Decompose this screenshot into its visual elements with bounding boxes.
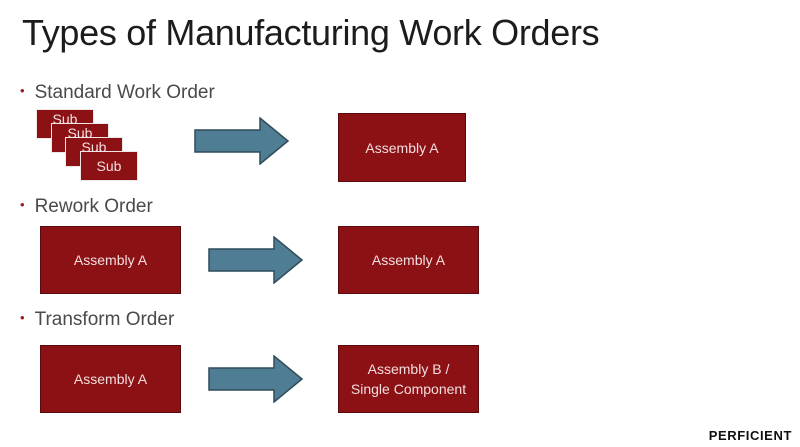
- right-arrow-icon: [208, 236, 304, 284]
- bullet-rework-order: • Rework Order: [20, 196, 153, 218]
- bullet-icon: •: [20, 83, 25, 98]
- input-box-rework: Assembly A: [40, 226, 181, 294]
- right-arrow-icon: [194, 117, 290, 165]
- slide-title: Types of Manufacturing Work Orders: [22, 12, 600, 53]
- sub-box: Sub: [80, 151, 138, 181]
- output-box-standard: Assembly A: [338, 113, 466, 182]
- bullet-icon: •: [20, 197, 25, 212]
- output-box-transform: Assembly B / Single Component: [338, 345, 479, 413]
- output-box-rework: Assembly A: [338, 226, 479, 294]
- perficient-logo: PERFICIENT: [708, 428, 792, 443]
- bullet-label: Rework Order: [34, 196, 153, 217]
- bullet-label: Standard Work Order: [34, 82, 215, 103]
- bullet-transform-order: • Transform Order: [20, 309, 174, 331]
- bullet-label: Transform Order: [34, 309, 175, 330]
- bullet-standard-work-order: • Standard Work Order: [20, 82, 215, 104]
- bullet-icon: •: [20, 310, 25, 325]
- input-box-transform: Assembly A: [40, 345, 181, 413]
- right-arrow-icon: [208, 355, 304, 403]
- output-line-1: Assembly B /: [367, 361, 450, 377]
- output-line-2: Single Component: [350, 381, 467, 397]
